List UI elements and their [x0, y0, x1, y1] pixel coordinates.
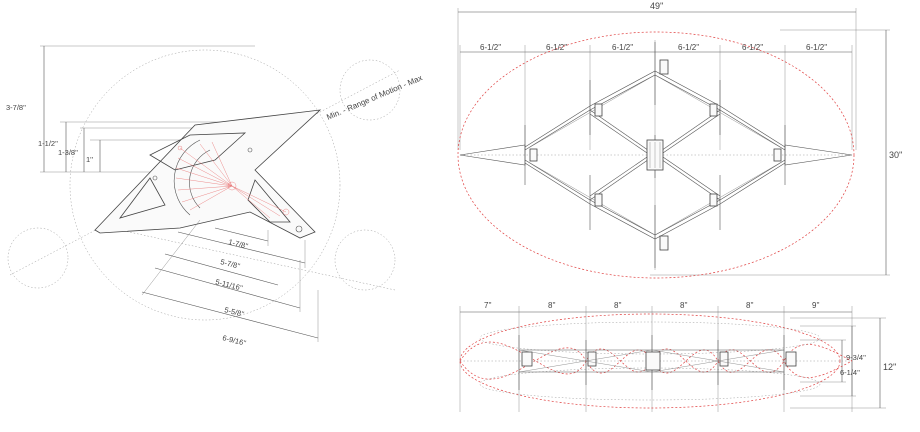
bottom-right-panel-elevation: 7'' 8'' 8'' 8'' 8'' 9'' 12'' 9-3/4'' 6-1…	[459, 301, 897, 412]
elev-dim-9-3-4: 9-3/4''	[846, 353, 867, 362]
motion-fan	[175, 141, 290, 219]
seg-dim-6: 6-1/2''	[806, 43, 828, 52]
elev-overall-height: 12''	[883, 362, 897, 372]
overall-width-top: 49''	[650, 1, 664, 11]
elev-dim-3: 8''	[614, 301, 622, 310]
elev-dim-6-1-4: 6-1/4''	[840, 368, 861, 377]
dim-1-3-8: 1-3/8''	[58, 148, 79, 157]
overall-height-top: 30''	[889, 150, 903, 160]
dim-1-7-8: 1-7/8''	[228, 237, 250, 251]
elev-dim-2: 8''	[548, 301, 556, 310]
elev-dim-1: 7''	[484, 301, 492, 310]
lattice-structure-elevation	[518, 335, 797, 390]
dim-1: 1''	[86, 155, 94, 164]
left-panel-range-of-motion: Min. - Range of Motion - Max 3-7/8'' 1-1…	[6, 45, 424, 348]
dim-5-7-8: 5-7/8''	[220, 257, 242, 271]
seg-dim-2: 6-1/2''	[546, 43, 568, 52]
range-of-motion-label: Min. - Range of Motion - Max	[325, 73, 423, 122]
seg-dim-1: 6-1/2''	[480, 43, 502, 52]
elev-dim-6: 9''	[812, 301, 820, 310]
dim-1-1-2: 1-1/2''	[38, 139, 59, 148]
dim-6-9-16: 6-9/16''	[222, 333, 248, 348]
elev-dim-5: 8''	[746, 301, 754, 310]
dim-5-11-16: 5-11/16''	[215, 277, 245, 293]
elev-dim-4: 8''	[680, 301, 688, 310]
seg-dim-4: 6-1/2''	[678, 43, 700, 52]
dim-3-7-8: 3-7/8''	[6, 103, 27, 112]
top-right-panel-plan-view: 49'' 30'' 6-1/2'' 6-1/2'' 6-1/2'' 6-1/2'…	[457, 1, 903, 279]
seg-dim-3: 6-1/2''	[612, 43, 634, 52]
lattice-structure-plan	[459, 42, 853, 268]
